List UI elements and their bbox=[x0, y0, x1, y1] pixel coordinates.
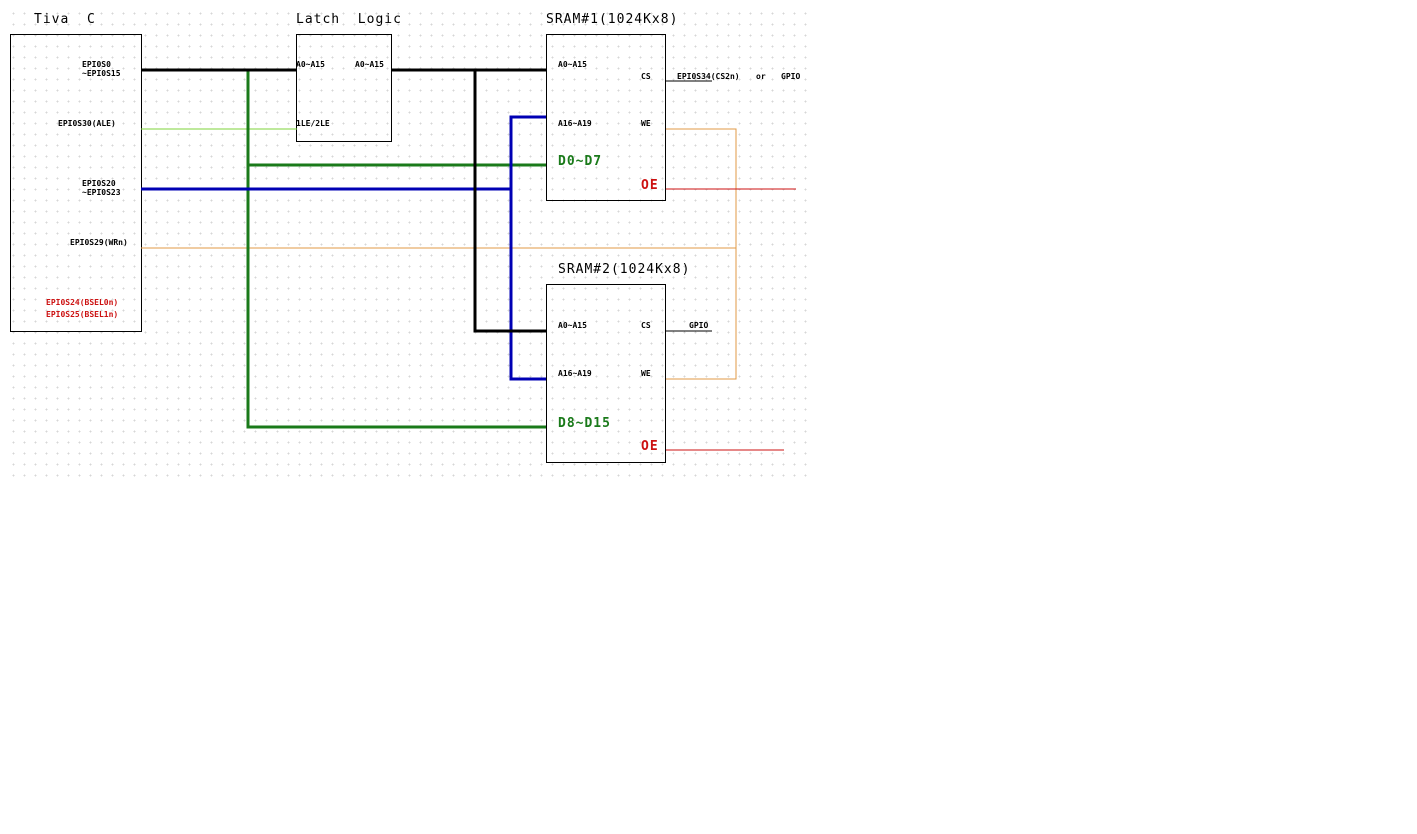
latch-le-label: 1LE/2LE bbox=[296, 119, 330, 128]
sram1-title: SRAM#1(1024Kx8) bbox=[546, 12, 678, 27]
latch-in-label: A0~A15 bbox=[296, 60, 325, 69]
sram1-cs: CS bbox=[641, 72, 651, 81]
sram1-block bbox=[546, 34, 666, 201]
sram1-cs-gpio: GPIO bbox=[781, 72, 800, 81]
sram2-data: D8~D15 bbox=[558, 416, 611, 431]
we-wire-sram1 bbox=[666, 128, 737, 380]
sram2-oe: OE bbox=[641, 439, 659, 454]
sram1-oe: OE bbox=[641, 178, 659, 193]
address-bus-to-sram2 bbox=[473, 70, 546, 333]
tiva-pin-bsel1: EPI0S25(BSEL1n) bbox=[46, 310, 118, 319]
tiva-pin-ad-1: EPI0S0 bbox=[82, 60, 111, 69]
sram1-we: WE bbox=[641, 119, 651, 128]
data-bus-d0-d7 bbox=[246, 70, 546, 167]
tiva-pin-hi-2: ~EPI0S23 bbox=[82, 188, 121, 197]
tiva-c-block bbox=[10, 34, 142, 332]
sram2-cs-net: GPIO bbox=[689, 321, 708, 330]
tiva-pin-wr: EPI0S29(WRn) bbox=[70, 238, 128, 247]
tiva-pin-ale: EPI0S30(ALE) bbox=[58, 119, 116, 128]
tiva-pin-ad-2: ~EPI0S15 bbox=[82, 69, 121, 78]
sram2-addr-lo: A0~A15 bbox=[558, 321, 587, 330]
latch-title: Latch Logic bbox=[296, 12, 402, 27]
data-bus-d8-d15 bbox=[246, 165, 546, 429]
upper-address-branch bbox=[509, 115, 546, 381]
sram1-data: D0~D7 bbox=[558, 154, 602, 169]
latch-out-label: A0~A15 bbox=[355, 60, 384, 69]
dot-grid-background bbox=[8, 8, 814, 478]
sram2-we: WE bbox=[641, 369, 651, 378]
tiva-pin-bsel0: EPI0S24(BSEL0n) bbox=[46, 298, 118, 307]
sram2-block bbox=[546, 284, 666, 463]
sram1-addr-lo: A0~A15 bbox=[558, 60, 587, 69]
tiva-pin-hi-1: EPI0S20 bbox=[82, 179, 116, 188]
sram2-title: SRAM#2(1024Kx8) bbox=[558, 262, 690, 277]
latch-logic-block bbox=[296, 34, 392, 142]
sram1-cs-net: EPI0S34(CS2n) bbox=[677, 72, 740, 81]
sram1-cs-or: or bbox=[756, 72, 766, 81]
sram2-addr-hi: A16~A19 bbox=[558, 369, 592, 378]
sram2-cs: CS bbox=[641, 321, 651, 330]
sram1-addr-hi: A16~A19 bbox=[558, 119, 592, 128]
tiva-title: Tiva C bbox=[34, 12, 96, 27]
